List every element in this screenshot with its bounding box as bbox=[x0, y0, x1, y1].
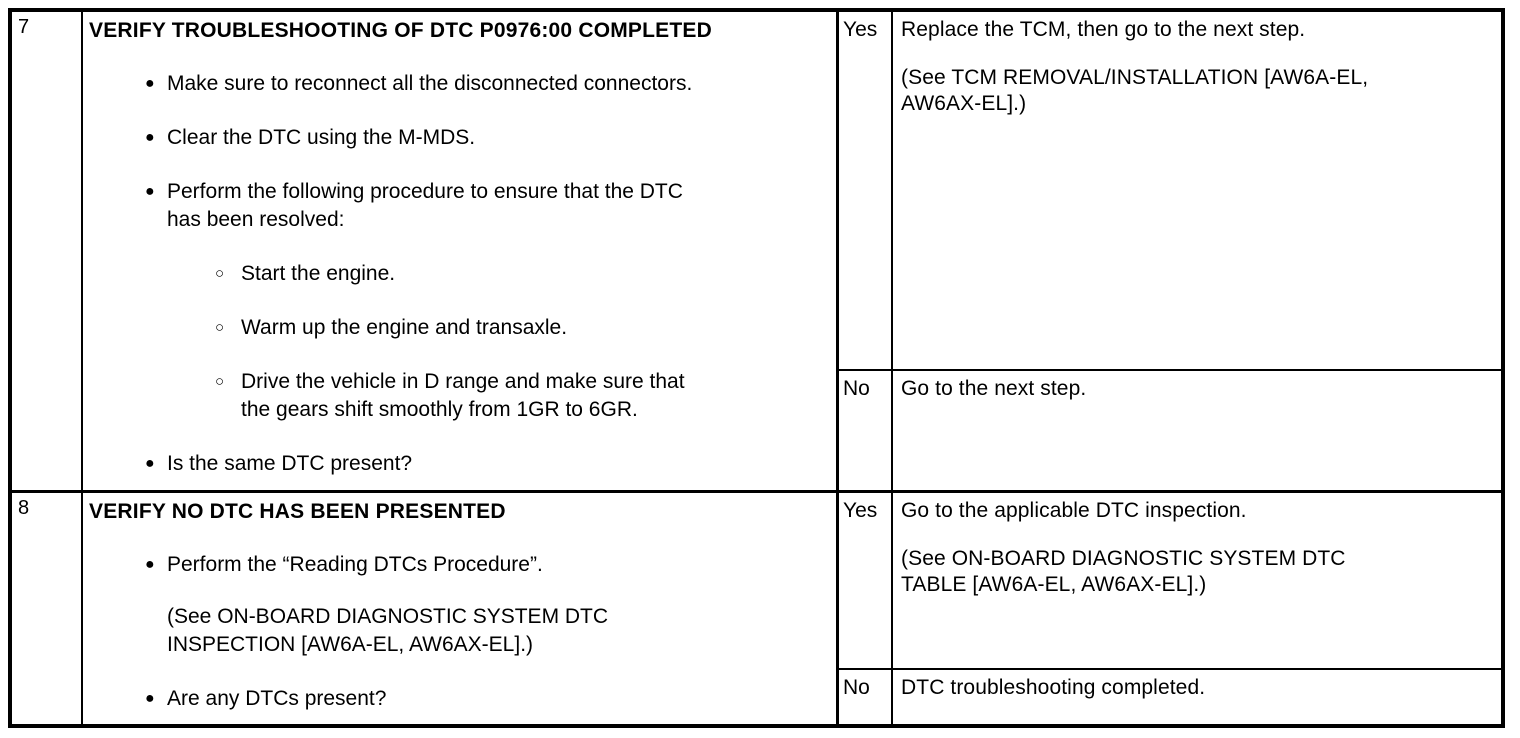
step-inspection-cell-8: VERIFY NO DTC HAS BEEN PRESENTED Perform… bbox=[83, 493, 839, 725]
bullet-text: Clear the DTC using the M-MDS. bbox=[167, 126, 476, 149]
sub-bullet-text-line2: the gears shift smoothly from 1GR to 6GR… bbox=[241, 398, 638, 421]
answer-block-no-8: No DTC troubleshooting completed. bbox=[839, 670, 1501, 725]
question-bullet-list-8: Are any DTCs present? bbox=[89, 685, 826, 713]
step-heading-8: VERIFY NO DTC HAS BEEN PRESENTED bbox=[89, 500, 506, 523]
answer-text-line3: TABLE [AW6A-EL, AW6AX-EL].) bbox=[901, 573, 1207, 596]
bullet-list-8: Perform the “Reading DTCs Procedure”. bbox=[89, 551, 826, 579]
list-item: Make sure to reconnect all the disconnec… bbox=[89, 70, 826, 98]
step-number-cell-7: 7 bbox=[12, 12, 83, 490]
answer-label-yes-7: Yes bbox=[839, 12, 893, 369]
question-text: Is the same DTC present? bbox=[167, 452, 413, 475]
list-item: Start the engine. bbox=[89, 260, 826, 288]
step-answers-cell-8: Yes Go to the applicable DTC inspection.… bbox=[839, 493, 1501, 725]
answer-text-line2: (See TCM REMOVAL/INSTALLATION [AW6A-EL, bbox=[901, 66, 1369, 89]
answer-body-yes-8: Go to the applicable DTC inspection. (Se… bbox=[893, 493, 1501, 668]
bullet-text-line2: has been resolved: bbox=[167, 208, 345, 231]
answer-block-yes-7: Yes Replace the TCM, then go to the next… bbox=[839, 12, 1501, 371]
list-item: Is the same DTC present? bbox=[89, 450, 826, 478]
step-number-cell-8: 8 bbox=[12, 493, 83, 725]
sub-bullet-text: Warm up the engine and transaxle. bbox=[241, 316, 568, 339]
list-item: Are any DTCs present? bbox=[89, 685, 826, 713]
step-answers-cell-7: Yes Replace the TCM, then go to the next… bbox=[839, 12, 1501, 490]
list-item: Perform the following procedure to ensur… bbox=[89, 178, 826, 234]
question-bullet-list-7: Is the same DTC present? bbox=[89, 450, 826, 478]
dtc-troubleshooting-table: 7 VERIFY TROUBLESHOOTING OF DTC P0976:00… bbox=[8, 8, 1505, 728]
sub-bullet-text: Start the engine. bbox=[241, 262, 396, 285]
bullet-filled-icon bbox=[145, 70, 155, 98]
answer-body-no-7: Go to the next step. bbox=[893, 371, 1501, 490]
bullet-filled-icon bbox=[145, 450, 155, 478]
bullet-text: Make sure to reconnect all the disconnec… bbox=[167, 72, 693, 95]
answer-body-yes-7: Replace the TCM, then go to the next ste… bbox=[893, 12, 1501, 369]
bullet-list-7: Make sure to reconnect all the disconnec… bbox=[89, 70, 826, 234]
reference-note-line2: INSPECTION [AW6A-EL, AW6AX-EL].) bbox=[167, 633, 534, 656]
bullet-filled-icon bbox=[145, 685, 155, 713]
answer-block-no-7: No Go to the next step. bbox=[839, 371, 1501, 490]
bullet-hollow-icon bbox=[215, 314, 224, 342]
bullet-text-line1: Perform the following procedure to ensur… bbox=[167, 180, 683, 203]
bullet-text: Perform the “Reading DTCs Procedure”. bbox=[167, 553, 543, 576]
sub-bullet-text-line1: Drive the vehicle in D range and make su… bbox=[241, 370, 685, 393]
bullet-filled-icon bbox=[145, 551, 155, 579]
table-row-step-8: 8 VERIFY NO DTC HAS BEEN PRESENTED Perfo… bbox=[12, 493, 1501, 725]
question-text: Are any DTCs present? bbox=[167, 687, 387, 710]
answer-text-line1: DTC troubleshooting completed. bbox=[901, 676, 1206, 699]
answer-block-yes-8: Yes Go to the applicable DTC inspection.… bbox=[839, 493, 1501, 670]
reference-note-line1: (See ON-BOARD DIAGNOSTIC SYSTEM DTC bbox=[167, 605, 609, 628]
bullet-filled-icon bbox=[145, 124, 155, 152]
answer-label-yes-8: Yes bbox=[839, 493, 893, 668]
step-number-7: 7 bbox=[18, 16, 30, 38]
list-item: Drive the vehicle in D range and make su… bbox=[89, 368, 826, 424]
bullet-hollow-icon bbox=[215, 368, 224, 396]
answer-label-no-7: No bbox=[839, 371, 893, 490]
answer-body-no-8: DTC troubleshooting completed. bbox=[893, 670, 1501, 725]
sub-bullet-list-7: Start the engine. Warm up the engine and… bbox=[89, 260, 826, 424]
answer-text-line1: Go to the applicable DTC inspection. bbox=[901, 499, 1247, 522]
list-item: Perform the “Reading DTCs Procedure”. bbox=[89, 551, 826, 579]
bullet-filled-icon bbox=[145, 178, 155, 206]
list-item: Clear the DTC using the M-MDS. bbox=[89, 124, 826, 152]
answer-label-no-8: No bbox=[839, 670, 893, 725]
table-row-step-7: 7 VERIFY TROUBLESHOOTING OF DTC P0976:00… bbox=[12, 12, 1501, 493]
bullet-hollow-icon bbox=[215, 260, 224, 288]
step-number-8: 8 bbox=[18, 497, 30, 519]
answer-text-line2: (See ON-BOARD DIAGNOSTIC SYSTEM DTC bbox=[901, 547, 1346, 570]
reference-note-8: (See ON-BOARD DIAGNOSTIC SYSTEM DTC INSP… bbox=[89, 603, 826, 659]
answer-text-line1: Go to the next step. bbox=[901, 377, 1087, 400]
answer-text-line3: AW6AX-EL].) bbox=[901, 92, 1027, 115]
step-heading-7: VERIFY TROUBLESHOOTING OF DTC P0976:00 C… bbox=[89, 19, 712, 42]
step-inspection-cell-7: VERIFY TROUBLESHOOTING OF DTC P0976:00 C… bbox=[83, 12, 839, 490]
list-item: Warm up the engine and transaxle. bbox=[89, 314, 826, 342]
answer-text-line1: Replace the TCM, then go to the next ste… bbox=[901, 18, 1306, 41]
